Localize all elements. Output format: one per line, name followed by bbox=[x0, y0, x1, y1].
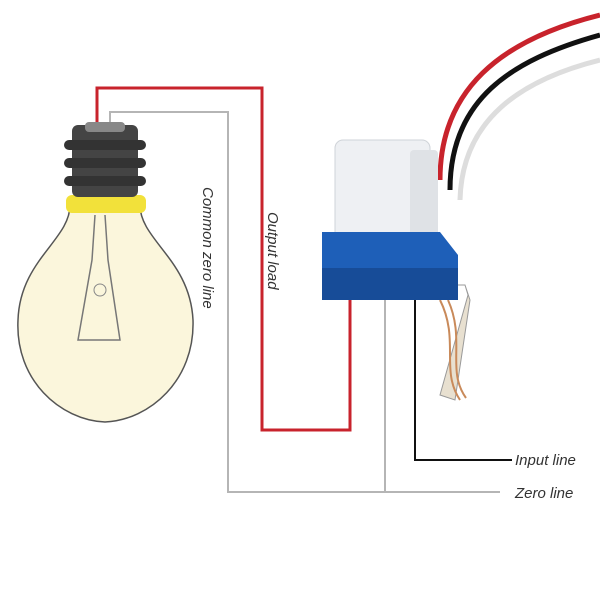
output-load-wire bbox=[95, 86, 352, 432]
label-common-zero-line: Common zero line bbox=[199, 187, 216, 309]
bulb-socket bbox=[64, 122, 146, 197]
label-output-load: Output load bbox=[264, 212, 281, 290]
common-zero-wire bbox=[109, 111, 500, 493]
label-input-line: Input line bbox=[515, 452, 576, 469]
input-line-wire bbox=[414, 300, 512, 461]
light-bulb bbox=[17, 122, 194, 423]
label-zero-line: Zero line bbox=[514, 485, 573, 502]
light-sensor-switch bbox=[322, 139, 471, 401]
sensor-leads bbox=[437, 12, 600, 201]
